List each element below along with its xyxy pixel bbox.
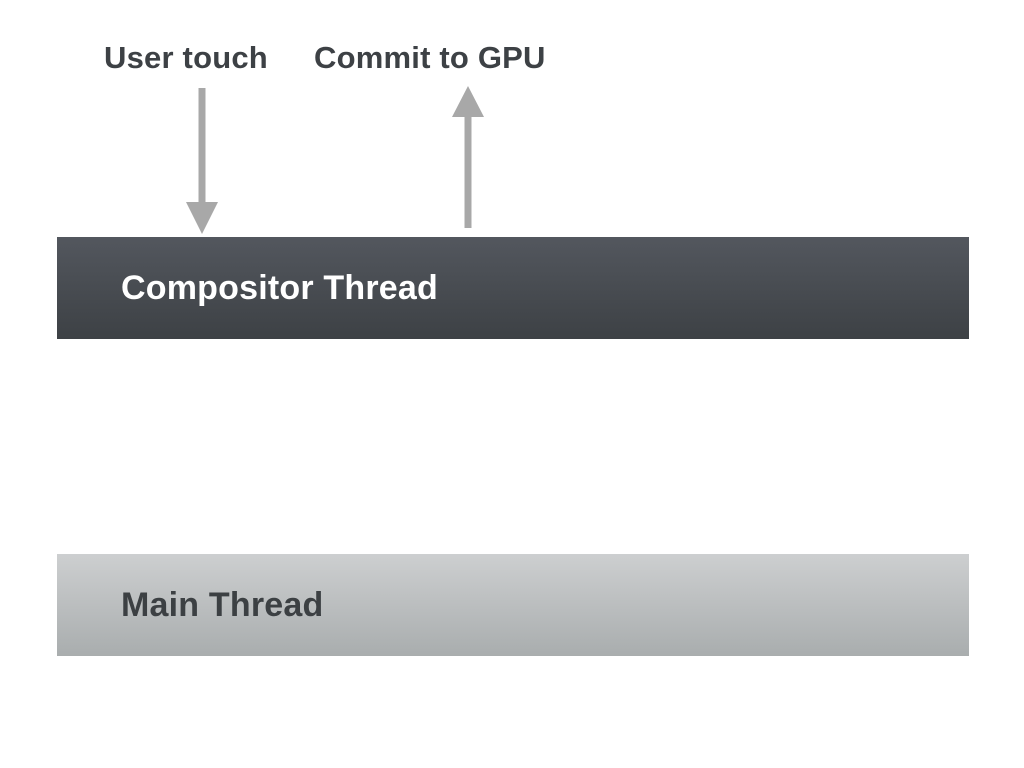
compositor-thread-bar-label: Compositor Thread xyxy=(121,268,438,307)
main-thread-bar: Main Thread xyxy=(57,554,969,656)
user-touch-arrow-down-icon xyxy=(186,88,218,234)
compositor-thread-bar: Compositor Thread xyxy=(57,237,969,339)
commit-to-gpu-label: Commit to GPU xyxy=(314,40,546,75)
commit-to-gpu-arrow-up-icon xyxy=(452,86,484,228)
user-touch-label: User touch xyxy=(104,40,268,75)
main-thread-bar-label: Main Thread xyxy=(121,585,324,624)
